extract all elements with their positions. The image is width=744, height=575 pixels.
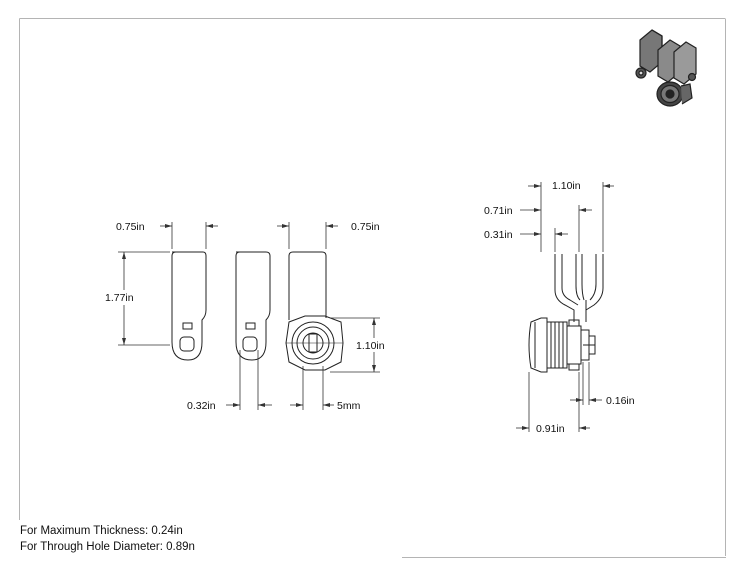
dim-right-offset-a: 0.71in	[484, 205, 513, 217]
left-dimension-arrows	[122, 224, 376, 407]
dim-right-offset-b: 0.31in	[484, 229, 513, 241]
dim-right-depth: 0.91in	[536, 423, 565, 435]
drawing-notes: For Maximum Thickness: 0.24in For Throug…	[20, 524, 195, 555]
dim-left-nut-width: 5mm	[337, 400, 361, 412]
dim-right-overall-width: 1.10in	[552, 180, 581, 192]
sheet-frame	[19, 18, 726, 558]
side-profile-view	[528, 254, 604, 373]
right-dimension-lines	[516, 182, 614, 432]
isometric-thumbnail	[635, 29, 697, 107]
dim-left-width-a: 0.75in	[116, 221, 145, 233]
left-dimension-lines	[118, 222, 380, 410]
right-dimension-arrows	[522, 184, 610, 430]
dim-left-slot-offset: 0.32in	[187, 400, 216, 412]
dim-right-tail: 0.16in	[606, 395, 635, 407]
dim-left-body-height: 1.10in	[356, 340, 385, 352]
cam-front-views	[171, 251, 344, 371]
note-hole-diameter: For Through Hole Diameter: 0.89n	[20, 540, 195, 553]
dim-left-width-b: 0.75in	[351, 221, 380, 233]
dim-left-height: 1.77in	[105, 292, 134, 304]
note-max-thickness: For Maximum Thickness: 0.24in	[20, 525, 183, 537]
